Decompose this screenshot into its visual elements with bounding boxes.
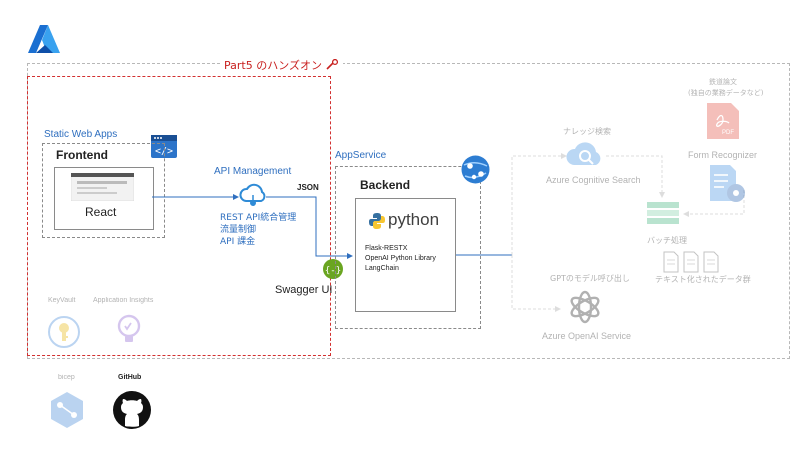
wrench-icon [326,58,339,70]
openai-icon [570,290,600,324]
svg-text:{-}: {-} [325,266,341,276]
batch-process-icon [647,202,679,224]
form-recognizer-label: Form Recognizer [688,150,758,160]
backend-title: Backend [360,178,411,192]
app-service-label: AppService [335,150,387,161]
knowledge-search-label: ナレッジ検索 [563,127,611,136]
api-management-label: API Management [214,166,292,177]
form-recognizer-icon [710,165,745,202]
keyvault-label: KeyVault [48,297,76,304]
pdf-label: PDF [722,130,734,136]
python-logo-text: python [388,210,440,229]
github-label: GitHub [118,374,142,381]
json-label: JSON [297,183,319,192]
static-web-apps-label: Static Web Apps [44,129,118,140]
keyvault-icon [48,316,80,348]
paper-label-2: (独自の業務データなど) [688,89,764,97]
app-service-icon [461,155,490,184]
api-management-icon [239,183,266,206]
backend-lib-3: LangChain [365,265,399,272]
backend-box [355,198,456,312]
react-label: React [85,205,117,219]
bicep-label: bicep [58,374,75,381]
cognitive-search-icon [566,142,601,165]
frontend-title: Frontend [56,148,108,162]
bicep-icon [51,392,83,428]
gpt-call-label: GPTのモデル呼び出し [550,274,630,283]
swagger-icon: {-} [323,259,343,279]
cognitive-search-label: Azure Cognitive Search [546,175,641,185]
hands-on-title: Part5 のハンズオン [220,57,344,73]
python-logo-icon [369,213,385,229]
react-app-thumbnail [71,173,134,201]
apim-feature-2: 流量制御 [220,225,257,235]
azure-logo [28,25,60,53]
app-insights-label: Application Insights [93,297,154,304]
backend-lib-2: OpenAI Python Library [365,255,436,262]
text-data-label: テキスト化されたデータ群 [655,275,751,284]
swagger-label: Swagger UI [275,284,333,296]
paper-label-1: 鉄道論文 [709,78,737,86]
apim-feature-3: API 課金 [220,237,256,247]
hands-on-title-text: Part5 のハンズオン [224,59,322,72]
pdf-icon [707,103,739,139]
backend-lib-1: Flask-RESTX [365,245,408,252]
apim-feature-1: REST API統合管理 [220,213,297,223]
app-insights-icon [117,314,141,342]
frontend-box [42,143,165,238]
openai-service-label: Azure OpenAI Service [542,331,632,341]
document-stack-icon [663,251,719,273]
github-icon [113,391,151,429]
app-service-box [335,166,481,329]
batch-label: バッチ処理 [647,236,687,245]
